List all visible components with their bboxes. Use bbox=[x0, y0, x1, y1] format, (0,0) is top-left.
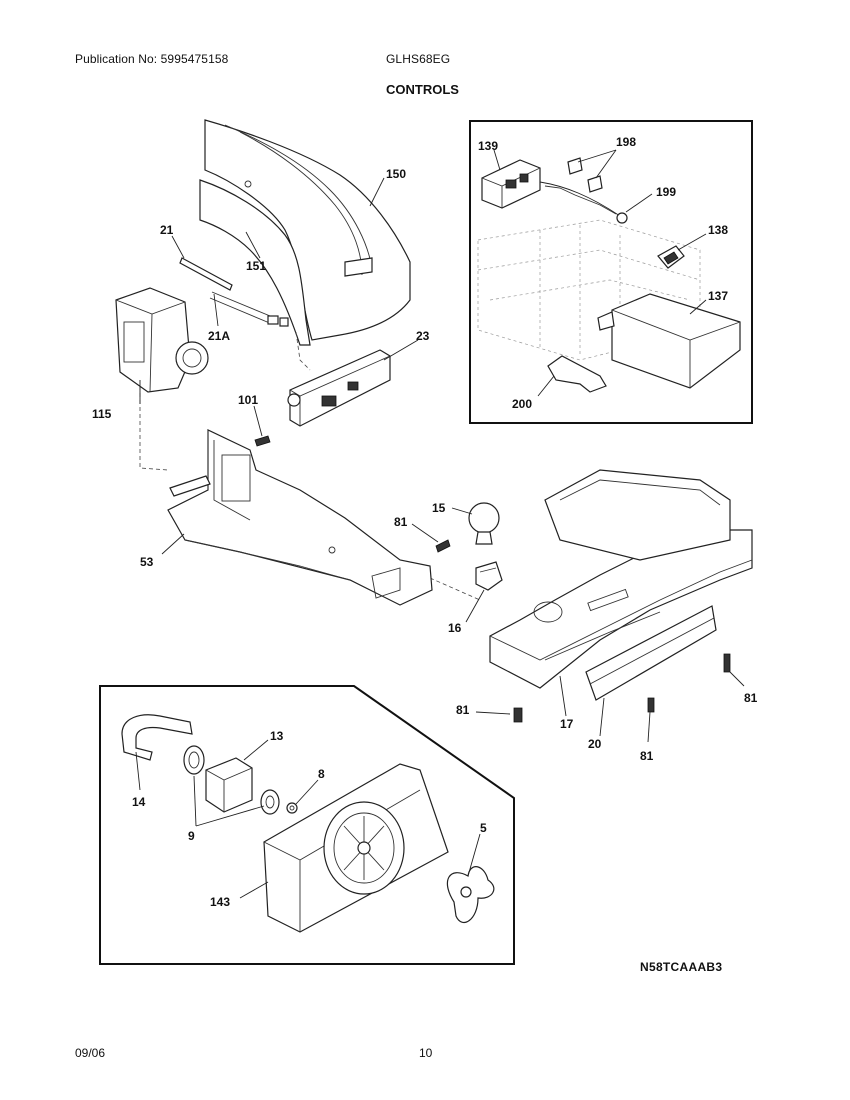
part-15-lamp bbox=[468, 502, 500, 545]
callout-200: 200 bbox=[512, 397, 532, 411]
part-21a-wire bbox=[209, 291, 289, 327]
callout-5: 5 bbox=[480, 821, 487, 835]
part-81-screw-upper bbox=[435, 539, 451, 553]
leader-dashed-16 bbox=[429, 577, 481, 601]
callout-115: 115 bbox=[92, 407, 112, 421]
callout-101: 101 bbox=[238, 393, 258, 407]
callout-21: 21 bbox=[160, 223, 174, 237]
leader-dashed-23 bbox=[295, 331, 311, 371]
callout-8: 8 bbox=[318, 767, 325, 781]
callout-138: 138 bbox=[708, 223, 728, 237]
part-13-motor bbox=[183, 745, 253, 813]
publication-number: Publication No: 5995475158 bbox=[75, 52, 229, 66]
callout-81-right: 81 bbox=[744, 691, 758, 705]
part-198-clips bbox=[567, 157, 603, 193]
callout-23: 23 bbox=[416, 329, 430, 343]
drawing-code: N58TCAAAB3 bbox=[640, 960, 723, 974]
callout-15: 15 bbox=[432, 501, 446, 515]
callout-14: 14 bbox=[132, 795, 146, 809]
part-143-fan-shroud bbox=[263, 763, 449, 933]
part-81-screw-bottom bbox=[647, 697, 655, 713]
callout-81-upper: 81 bbox=[394, 515, 408, 529]
part-139-switch bbox=[481, 159, 541, 209]
callout-137: 137 bbox=[708, 289, 728, 303]
callout-13: 13 bbox=[270, 729, 284, 743]
callout-16: 16 bbox=[448, 621, 462, 635]
part-14-bracket bbox=[121, 714, 193, 761]
callout-21a: 21A bbox=[208, 329, 230, 343]
part-199-wire-harness bbox=[539, 181, 628, 224]
page-number: 10 bbox=[419, 1046, 433, 1060]
part-137-housing bbox=[597, 293, 741, 389]
footer-date: 09/06 bbox=[75, 1046, 106, 1060]
part-200-actuator bbox=[547, 355, 607, 393]
callout-151: 151 bbox=[246, 259, 266, 273]
callout-81-left: 81 bbox=[456, 703, 470, 717]
part-81-screw-right bbox=[723, 653, 731, 673]
part-5-fan-blade bbox=[446, 866, 495, 923]
page-title: CONTROLS bbox=[386, 82, 459, 97]
callout-17: 17 bbox=[560, 717, 574, 731]
callout-81-bottom: 81 bbox=[640, 749, 654, 763]
part-20-trim bbox=[585, 605, 717, 701]
callout-20: 20 bbox=[588, 737, 602, 751]
inset-box-top-right bbox=[469, 120, 753, 424]
callout-143: 143 bbox=[210, 895, 230, 909]
part-9-grommet bbox=[260, 789, 280, 815]
model-number: GLHS68EG bbox=[386, 52, 451, 66]
part-101-screw bbox=[254, 435, 271, 447]
part-53-bracket bbox=[167, 429, 433, 606]
part-151-duct bbox=[199, 179, 311, 346]
part-23-control-board bbox=[287, 349, 391, 427]
leader-dashed-115 bbox=[139, 386, 169, 471]
part-81-screw-left bbox=[513, 707, 523, 723]
inset-box-fan-assembly bbox=[99, 685, 515, 965]
callout-9: 9 bbox=[188, 829, 195, 843]
part-21-rod bbox=[179, 257, 233, 291]
part-16-socket bbox=[475, 561, 503, 591]
part-115-control-housing bbox=[115, 287, 209, 393]
part-8-washer bbox=[286, 802, 298, 814]
callout-139: 139 bbox=[478, 139, 498, 153]
callout-150: 150 bbox=[386, 167, 406, 181]
callout-53: 53 bbox=[140, 555, 154, 569]
leader-lines bbox=[135, 149, 745, 899]
callout-199: 199 bbox=[656, 185, 676, 199]
callout-198: 198 bbox=[616, 135, 636, 149]
part-17-panel-housing bbox=[489, 469, 753, 689]
part-150-duct bbox=[204, 119, 411, 341]
part-138-bracket bbox=[657, 245, 685, 269]
